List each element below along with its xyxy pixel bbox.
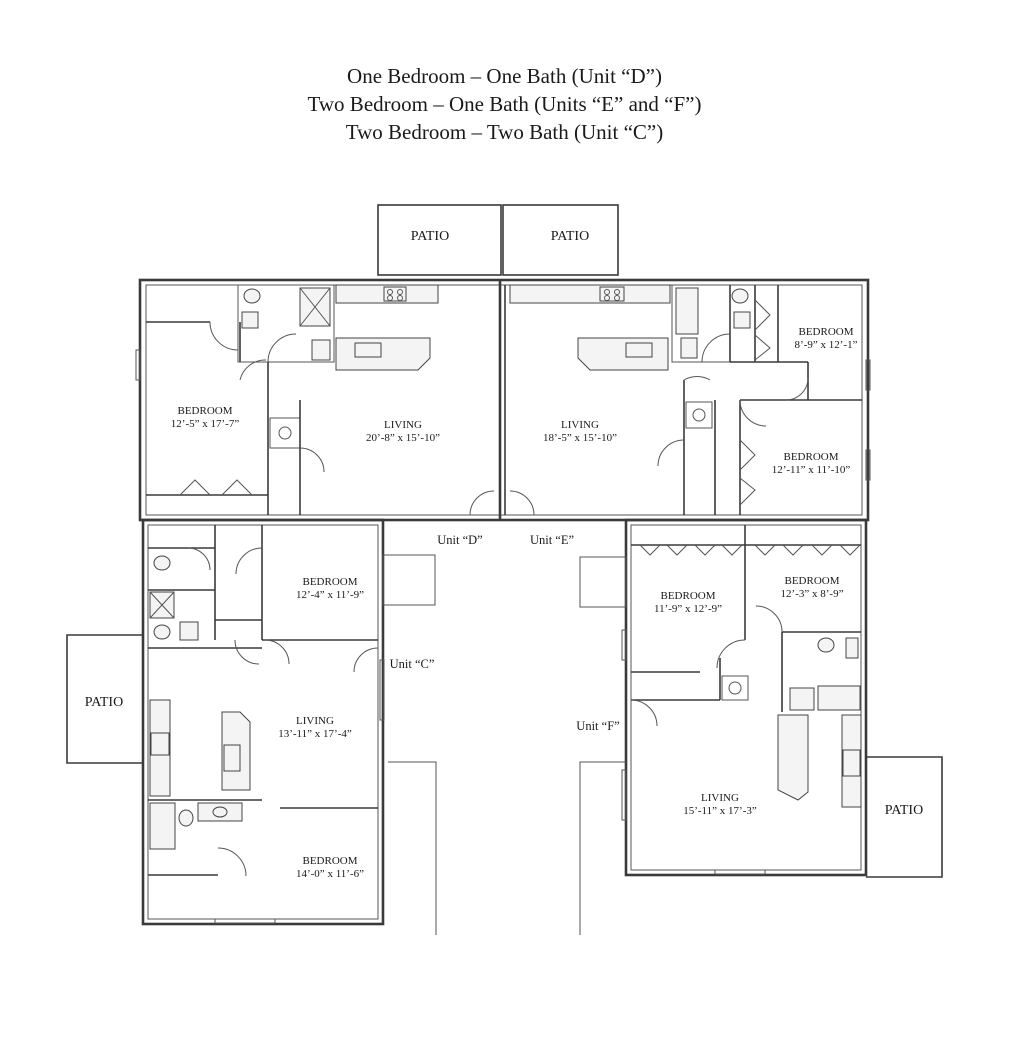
room-size: 18’-5” x 15’-10” xyxy=(543,432,617,444)
room-size: 14’-0” x 11’-6” xyxy=(296,868,364,880)
room-name: BEDROOM xyxy=(784,575,839,587)
room-e-bedroom-1: BEDROOM 8’-9” x 12’-1” xyxy=(795,326,858,351)
room-name: BEDROOM xyxy=(177,405,232,417)
patio-d: PATIO xyxy=(377,204,502,276)
room-d-living: LIVING 20’-8” x 15’-10” xyxy=(366,419,440,444)
plan-headings: One Bedroom – One Bath (Unit “D”) Two Be… xyxy=(0,62,1009,146)
room-size: 15’-11” x 17’-3” xyxy=(683,805,757,817)
room-name: BEDROOM xyxy=(660,590,715,602)
room-name: LIVING xyxy=(701,792,739,804)
heading-units-e-f: Two Bedroom – One Bath (Units “E” and “F… xyxy=(307,92,702,116)
room-name: LIVING xyxy=(296,715,334,727)
room-size: 12’-3” x 8’-9” xyxy=(781,588,844,600)
heading-unit-c: Two Bedroom – Two Bath (Unit “C”) xyxy=(345,120,664,144)
room-size: 11’-9” x 12’-9” xyxy=(654,603,722,615)
room-name: LIVING xyxy=(561,419,599,431)
room-f-bedroom-1: BEDROOM 11’-9” x 12’-9” xyxy=(654,590,722,615)
room-size: 13’-11” x 17’-4” xyxy=(278,728,352,740)
patio-d-label: PATIO xyxy=(411,229,449,244)
unit-f-label: Unit “F” xyxy=(576,719,619,733)
room-name: LIVING xyxy=(384,419,422,431)
room-c-bedroom-1: BEDROOM 12’-4” x 11’-9” xyxy=(296,576,364,601)
room-size: 12’-4” x 11’-9” xyxy=(296,589,364,601)
unit-f-building xyxy=(579,518,868,877)
room-d-bedroom: BEDROOM 12’-5” x 17’-7” xyxy=(171,405,240,430)
room-f-bedroom-2: BEDROOM 12’-3” x 8’-9” xyxy=(781,575,844,600)
room-name: BEDROOM xyxy=(783,451,838,463)
patio-e: PATIO xyxy=(502,204,619,276)
patio-f: PATIO xyxy=(866,756,943,878)
room-size: 12’-11” x 11’-10” xyxy=(772,464,851,476)
room-name: BEDROOM xyxy=(302,855,357,867)
unit-d-e-building xyxy=(135,278,871,522)
room-name: BEDROOM xyxy=(302,576,357,588)
patio-f-label: PATIO xyxy=(885,803,923,818)
unit-c-label: Unit “C” xyxy=(390,657,435,671)
room-size: 8’-9” x 12’-1” xyxy=(795,339,858,351)
patio-e-label: PATIO xyxy=(551,229,589,244)
room-size: 12’-5” x 17’-7” xyxy=(171,418,240,430)
room-size: 20’-8” x 15’-10” xyxy=(366,432,440,444)
room-c-living: LIVING 13’-11” x 17’-4” xyxy=(278,715,352,740)
unit-e-label: Unit “E” xyxy=(530,533,574,547)
room-f-living: LIVING 15’-11” x 17’-3” xyxy=(683,792,757,817)
room-name: BEDROOM xyxy=(798,326,853,338)
unit-d-label: Unit “D” xyxy=(437,533,482,547)
room-e-bedroom-2: BEDROOM 12’-11” x 11’-10” xyxy=(772,451,851,476)
room-c-bedroom-2: BEDROOM 14’-0” x 11’-6” xyxy=(296,855,364,880)
room-e-living: LIVING 18’-5” x 15’-10” xyxy=(543,419,617,444)
patio-c-label: PATIO xyxy=(85,695,123,710)
patio-c: PATIO xyxy=(66,634,143,764)
heading-unit-d: One Bedroom – One Bath (Unit “D”) xyxy=(347,64,662,88)
unit-c-building xyxy=(141,518,436,926)
